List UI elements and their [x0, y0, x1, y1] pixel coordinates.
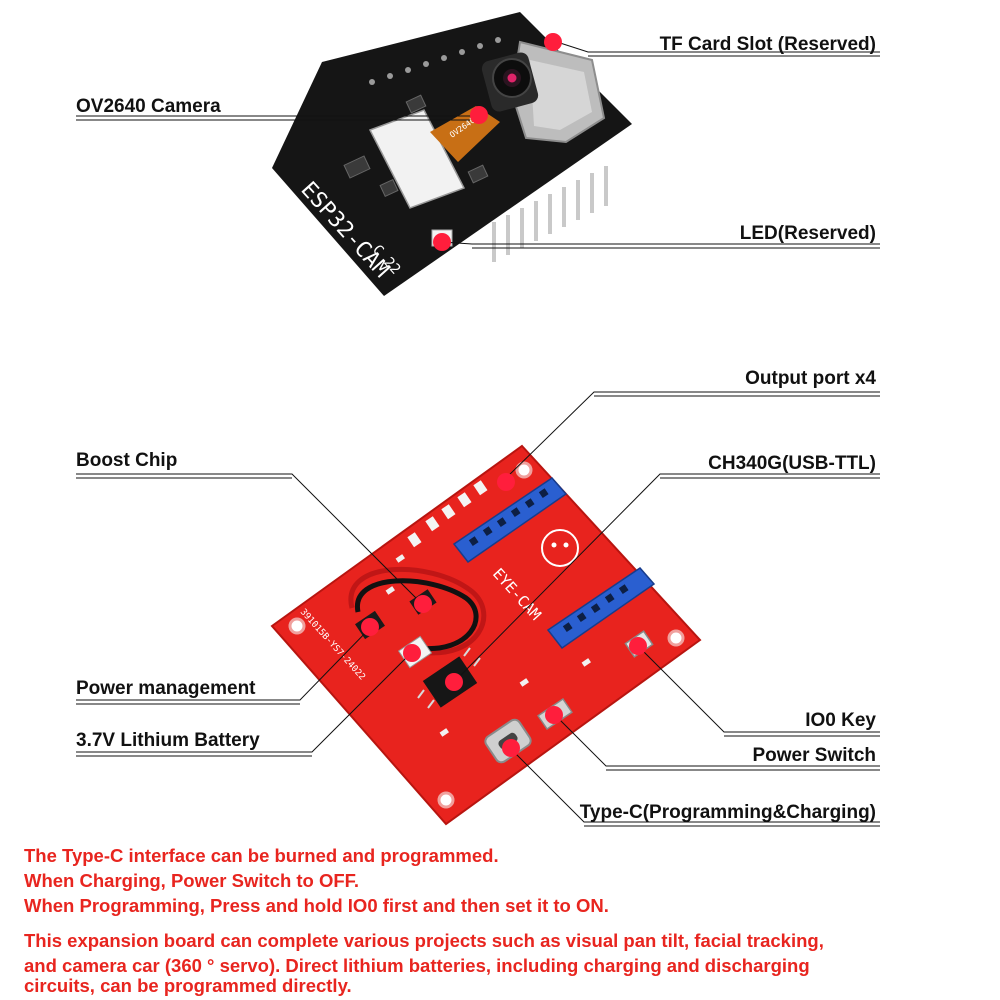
power-mgmt-leader — [76, 625, 373, 701]
ov2640-camera-module — [481, 52, 539, 112]
battery-wire-black — [355, 578, 479, 652]
esp32-socket-header — [546, 567, 656, 650]
io0-leader — [637, 645, 880, 733]
power-switch-marker — [545, 706, 563, 724]
ch340g-marker — [445, 673, 463, 691]
io0-key-label: IO0 Key — [805, 710, 876, 731]
typec-label: Type-C(Programming&Charging) — [580, 802, 876, 823]
battery-marker — [403, 644, 421, 662]
battery-wire-red — [348, 566, 487, 656]
ch340g-leader — [453, 473, 880, 683]
output-port-marker — [497, 473, 515, 491]
eye-cam-logo — [541, 529, 579, 567]
camera-label: OV2640 Camera — [76, 96, 221, 117]
led-marker — [433, 233, 451, 251]
battery-leader — [76, 653, 411, 753]
eye-cam-pcb — [270, 444, 702, 826]
fpc-connector — [368, 109, 466, 209]
battery-label: 3.7V Lithium Battery — [76, 730, 260, 751]
eye-cam-board: EYE-CAM 391015B-YS7-24022 — [270, 444, 702, 826]
boost-chip-label: Boost Chip — [76, 450, 177, 471]
boost-chip-leader — [76, 473, 423, 605]
power-mgmt-marker — [361, 618, 379, 636]
output-port-leader — [505, 391, 880, 479]
note-line-3: When Programming, Press and hold IO0 fir… — [24, 895, 609, 916]
power-switch-leader — [555, 715, 880, 767]
output-port-label: Output port x4 — [745, 368, 876, 389]
esp32-cam-board: OV2640 ESP32-CAM C 22 — [272, 12, 632, 296]
tf-card-leader — [556, 41, 880, 53]
led-leader — [441, 241, 880, 245]
typec-marker — [502, 739, 520, 757]
camera-marker — [470, 106, 488, 124]
ch340g-label: CH340G(USB-TTL) — [708, 453, 876, 474]
note-paragraph-line-2: and camera car (360 ° servo). Direct lit… — [24, 955, 810, 976]
power-mgmt-label: Power management — [76, 678, 256, 699]
tf-card-label: TF Card Slot (Reserved) — [660, 34, 876, 55]
io0-marker — [629, 637, 647, 655]
note-line-2: When Charging, Power Switch to OFF. — [24, 870, 360, 891]
typec-leader — [509, 747, 880, 823]
note-paragraph-line-3: circuits, can be programmed directly. — [24, 975, 352, 996]
boost-chip-marker — [414, 595, 432, 613]
note-paragraph-line-1: This expansion board can complete variou… — [24, 930, 824, 951]
led-label: LED(Reserved) — [740, 223, 876, 244]
power-switch-label: Power Switch — [752, 745, 876, 766]
note-line-1: The Type-C interface can be burned and p… — [24, 845, 499, 866]
tf-card-marker — [544, 33, 562, 51]
output-port-header — [452, 477, 568, 564]
